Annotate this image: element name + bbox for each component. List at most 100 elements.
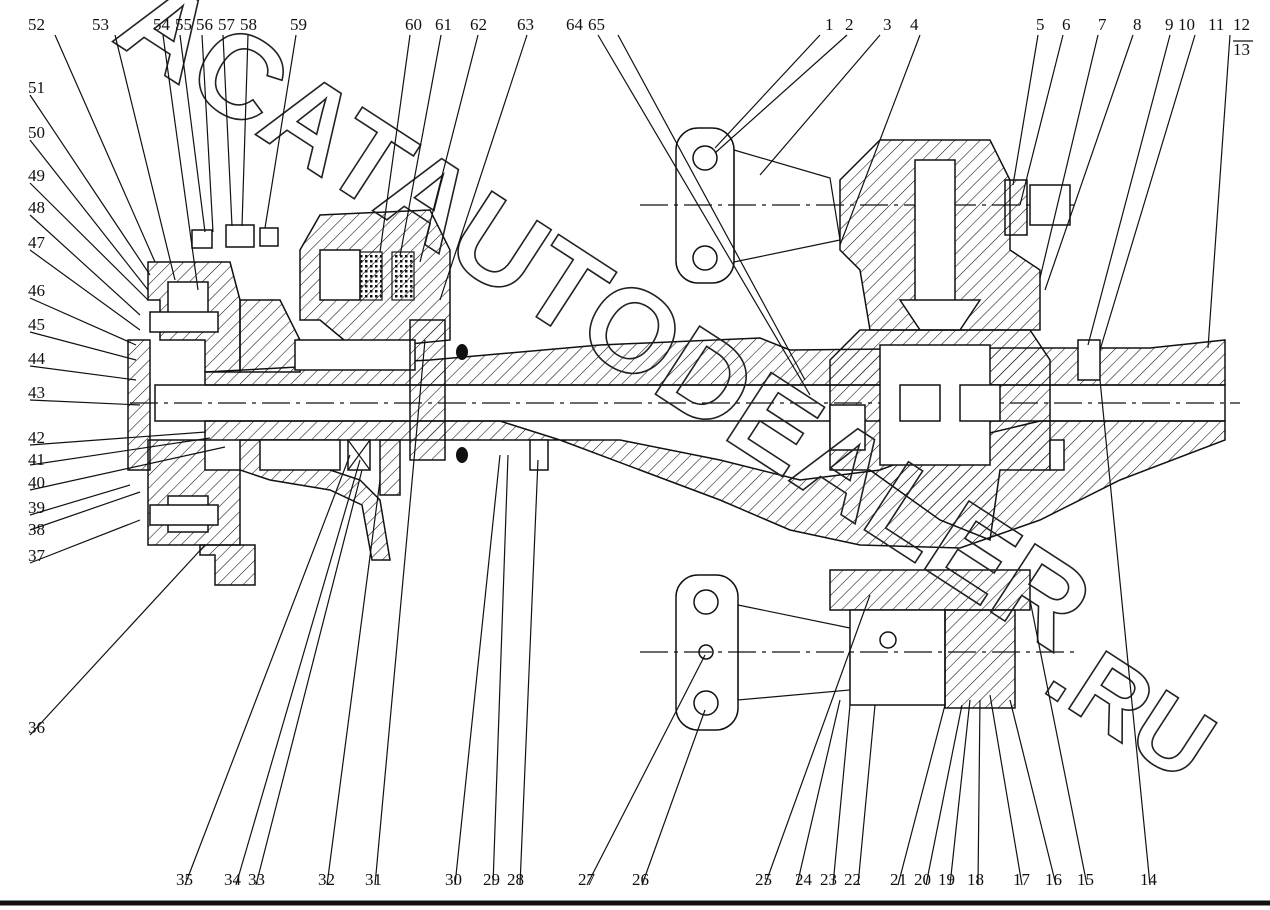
callout-37: 37 — [28, 546, 46, 565]
callout-18: 18 — [967, 870, 984, 889]
callout-25: 25 — [755, 870, 772, 889]
side-gear-right — [959, 384, 1001, 422]
callout-46: 46 — [28, 281, 45, 300]
planet-pin-upper — [149, 311, 219, 333]
callout-51: 51 — [28, 78, 45, 97]
callout-6: 6 — [1062, 15, 1071, 34]
wheel-flange-lower — [199, 544, 256, 586]
callout-13: 13 — [1233, 40, 1250, 59]
callout-10: 10 — [1178, 15, 1195, 34]
hub-bearing-upper — [294, 339, 416, 371]
hub-bearing-lower — [259, 439, 341, 471]
lower-mount-body — [849, 609, 946, 706]
callout-9: 9 — [1165, 15, 1174, 34]
o-ring-lower — [456, 447, 468, 463]
callout-57: 57 — [218, 15, 236, 34]
callout-47: 47 — [28, 233, 46, 252]
callout-3: 3 — [883, 15, 892, 34]
callout-62: 62 — [470, 15, 487, 34]
brake-fitting-nut — [259, 227, 279, 247]
brake-fitting — [225, 224, 255, 248]
callout-31: 31 — [365, 870, 382, 889]
callout-42: 42 — [28, 428, 45, 447]
diff-bolt-right — [1049, 439, 1065, 471]
callout-60: 60 — [405, 15, 422, 34]
callout-4: 4 — [910, 15, 919, 34]
lower-mount-cap — [829, 569, 1031, 611]
seal-retainer — [379, 439, 401, 496]
side-gear-left — [899, 384, 941, 422]
callout-22: 22 — [844, 870, 861, 889]
callout-32: 32 — [318, 870, 335, 889]
callout-34: 34 — [224, 870, 242, 889]
callout-8: 8 — [1133, 15, 1142, 34]
callout-19: 19 — [938, 870, 955, 889]
lower-mount-plug — [879, 631, 897, 649]
drive-pinion-shaft — [914, 159, 956, 311]
callout-17: 17 — [1013, 870, 1031, 889]
callout-labels: 52 53 54 55 56 57 58 59 60 61 62 63 64 6… — [28, 15, 1250, 889]
callout-11: 11 — [1208, 15, 1224, 34]
callout-56: 56 — [196, 15, 213, 34]
callout-38: 38 — [28, 520, 45, 539]
callout-55: 55 — [175, 15, 192, 34]
callout-39: 39 — [28, 498, 45, 517]
housing-bolt-right — [1077, 339, 1101, 381]
brake-piston — [319, 249, 361, 301]
callout-63: 63 — [517, 15, 534, 34]
callout-48: 48 — [28, 198, 45, 217]
callout-45: 45 — [28, 315, 45, 334]
callout-41: 41 — [28, 450, 45, 469]
callout-16: 16 — [1045, 870, 1062, 889]
hub-carrier-upper — [239, 299, 301, 373]
callout-54: 54 — [153, 15, 171, 34]
callout-5: 5 — [1036, 15, 1045, 34]
callout-36: 36 — [28, 718, 45, 737]
callout-2: 2 — [845, 15, 854, 34]
drain-bolt — [529, 439, 549, 471]
callout-15: 15 — [1077, 870, 1094, 889]
o-ring-upper — [456, 344, 468, 360]
callout-44: 44 — [28, 349, 46, 368]
lower-pivot-housing — [944, 609, 1016, 709]
callout-20: 20 — [914, 870, 931, 889]
callout-30: 30 — [445, 870, 462, 889]
callout-52: 52 — [28, 15, 45, 34]
input-flange — [1029, 184, 1071, 226]
callout-33: 33 — [248, 870, 265, 889]
brake-disc-pack-a — [359, 251, 383, 301]
callout-29: 29 — [483, 870, 500, 889]
callout-58: 58 — [240, 15, 257, 34]
brake-disc-pack-b — [391, 251, 415, 301]
upper-mount-bolt-a — [692, 145, 718, 171]
callout-50: 50 — [28, 123, 45, 142]
callout-24: 24 — [795, 870, 813, 889]
callout-7: 7 — [1098, 15, 1107, 34]
bleed-plug — [191, 229, 213, 249]
lower-mount-bolt-b — [693, 690, 719, 716]
callout-21: 21 — [890, 870, 907, 889]
callout-26: 26 — [632, 870, 649, 889]
callout-23: 23 — [820, 870, 837, 889]
callout-14: 14 — [1140, 870, 1158, 889]
callout-43: 43 — [28, 383, 45, 402]
lower-mount-bolt-a — [693, 589, 719, 615]
callout-35: 35 — [176, 870, 193, 889]
callout-64: 64 — [566, 15, 584, 34]
callout-12: 12 — [1233, 15, 1250, 34]
brake-flange — [409, 319, 446, 461]
callout-1: 1 — [825, 15, 834, 34]
upper-mount-bolt-b — [692, 245, 718, 271]
callout-59: 59 — [290, 15, 307, 34]
assembly-geometry — [127, 127, 1240, 731]
upper-mount-arm — [733, 149, 841, 263]
callout-28: 28 — [507, 870, 524, 889]
planet-pin-lower — [149, 504, 219, 526]
callout-61: 61 — [435, 15, 452, 34]
callout-49: 49 — [28, 166, 45, 185]
diff-bearing-left — [829, 404, 866, 451]
callout-65: 65 — [588, 15, 605, 34]
callout-leaders — [29, 34, 1253, 886]
